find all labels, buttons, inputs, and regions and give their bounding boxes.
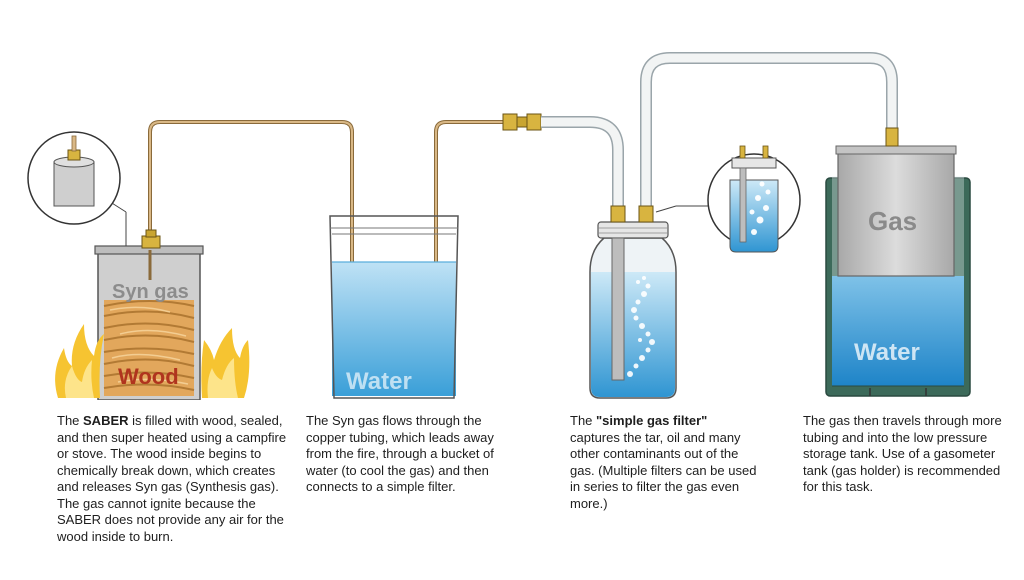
clear-tube-to-tank bbox=[640, 52, 898, 210]
caption-copper-tubing: The Syn gas flows through the copper tub… bbox=[306, 413, 494, 494]
syn-gas-label: Syn gas bbox=[112, 281, 189, 303]
caption-filter-pre: The bbox=[570, 413, 597, 428]
gasometer-tank: Gas Water bbox=[825, 127, 971, 397]
caption-storage-tank: The gas then travels through more tubing… bbox=[803, 413, 1002, 494]
flame-right bbox=[201, 328, 250, 398]
wood-label: Wood bbox=[118, 364, 179, 389]
caption-saber: The SABER is filled with wood, sealed, a… bbox=[57, 413, 287, 545]
tube-coupling bbox=[502, 113, 542, 131]
caption-saber-pre: The bbox=[57, 413, 84, 428]
caption-filter-post: captures the tar, oil and many other con… bbox=[570, 429, 757, 511]
clear-tube-to-filter bbox=[541, 116, 624, 210]
caption-saber-post: is filled with wood, sealed, and then su… bbox=[57, 413, 287, 544]
caption-saber-bold: SABER bbox=[83, 413, 129, 428]
flame-left bbox=[55, 324, 104, 398]
saber-can: Syn gas Wood bbox=[94, 229, 204, 400]
tank-gas-label: Gas bbox=[868, 206, 917, 236]
tank-water-label: Water bbox=[854, 339, 920, 366]
caption-gas-filter: The "simple gas filter" captures the tar… bbox=[570, 413, 760, 512]
gasification-diagram: Syn gas Wood Water bbox=[27, 52, 971, 400]
bucket-water-label: Water bbox=[346, 368, 412, 395]
caption-filter-bold: "simple gas filter" bbox=[596, 413, 708, 428]
water-bucket: Water bbox=[329, 215, 459, 399]
wood-logs bbox=[103, 300, 195, 396]
filter-bubbles bbox=[627, 276, 655, 377]
saber-zoom-inset bbox=[27, 131, 127, 246]
gas-filter-jar bbox=[589, 205, 677, 399]
filter-zoom-inset bbox=[655, 145, 801, 253]
